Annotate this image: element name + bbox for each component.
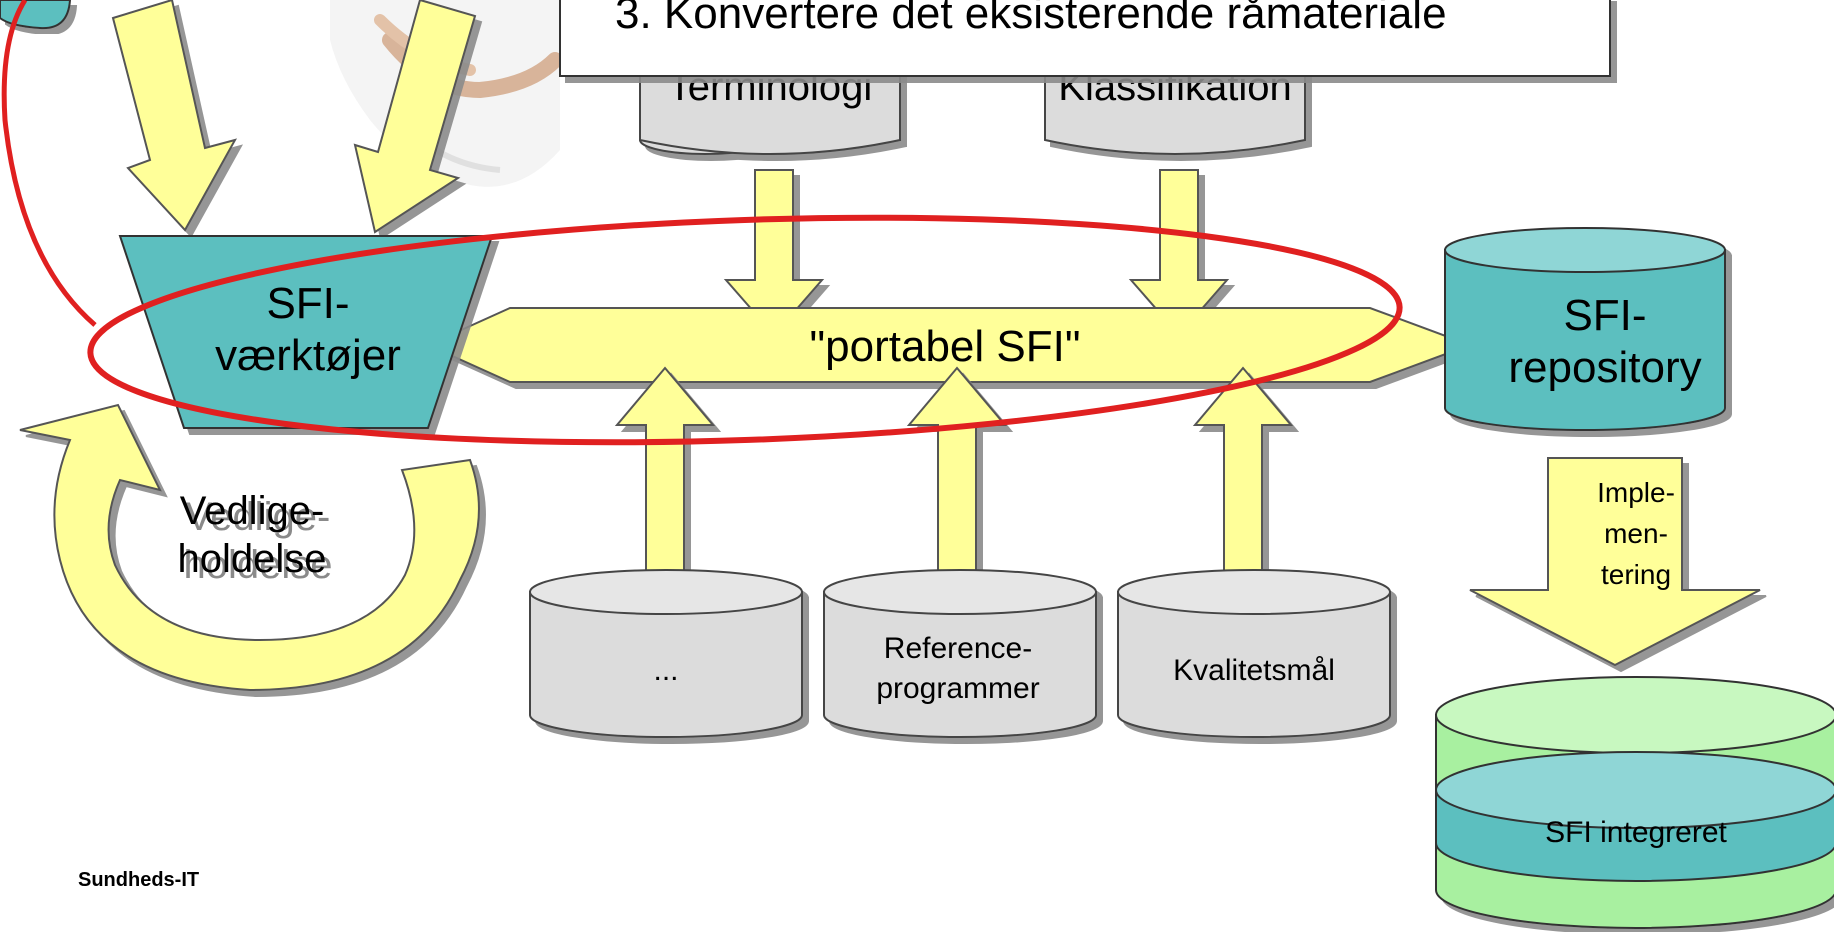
input-arrow-left	[111, 0, 238, 232]
implementation-arrow	[1469, 457, 1761, 667]
tools-line2: værktøjer	[215, 331, 401, 380]
maintenance-shadow-line2: holdelse	[183, 543, 332, 587]
up-arrow-quality	[1192, 366, 1294, 583]
callout-text: 3. Konvertere det eksisterende råmateria…	[615, 0, 1447, 38]
sfi-repository-cylinder	[1444, 227, 1726, 431]
quality-label: Kvalitetsmål	[1173, 654, 1335, 687]
source-cylinder-reference	[823, 569, 1097, 738]
maintenance-line1: Vedlige-	[180, 489, 325, 533]
implementation-line3: tering	[1601, 559, 1671, 590]
source-cylinder-quality	[1117, 569, 1391, 738]
reference-line2: programmer	[876, 672, 1039, 705]
implementation-line1: Imple-	[1597, 477, 1675, 508]
footer-org: Sundheds-IT	[78, 869, 199, 891]
source-cylinder-dots	[529, 569, 803, 738]
portabel-sfi-label: "portabel SFI"	[810, 322, 1081, 371]
up-arrow-dots	[614, 366, 716, 583]
portabel-sfi-bar: "portabel SFI"	[425, 307, 1473, 383]
callout-box: 3. Konvertere det eksisterende råmateria…	[559, 0, 1611, 77]
teal-circle-partial	[0, 0, 72, 30]
repository-line2: repository	[1508, 343, 1701, 392]
integrated-label: SFI integreret	[1545, 816, 1727, 849]
tools-label: SFI- værktøjer	[215, 279, 401, 380]
maintenance-cycle-arrow	[19, 403, 480, 692]
input-arrow-right	[353, 0, 477, 234]
maintenance-line2: holdelse	[177, 537, 326, 581]
repository-line1: SFI-	[1563, 291, 1646, 340]
dots-label: ...	[653, 654, 678, 687]
red-highlight	[1, 0, 1403, 446]
reference-line1: Reference-	[884, 632, 1032, 665]
maintenance-label: Vedlige- holdelse Vedlige- holdelse	[177, 489, 332, 587]
maintenance-shadow-line1: Vedlige-	[186, 495, 331, 539]
implementation-line2: men-	[1604, 518, 1668, 549]
up-arrow-reference	[906, 366, 1008, 583]
sfi-integrated-cylinder	[1435, 676, 1834, 929]
tools-line1: SFI-	[266, 279, 349, 328]
